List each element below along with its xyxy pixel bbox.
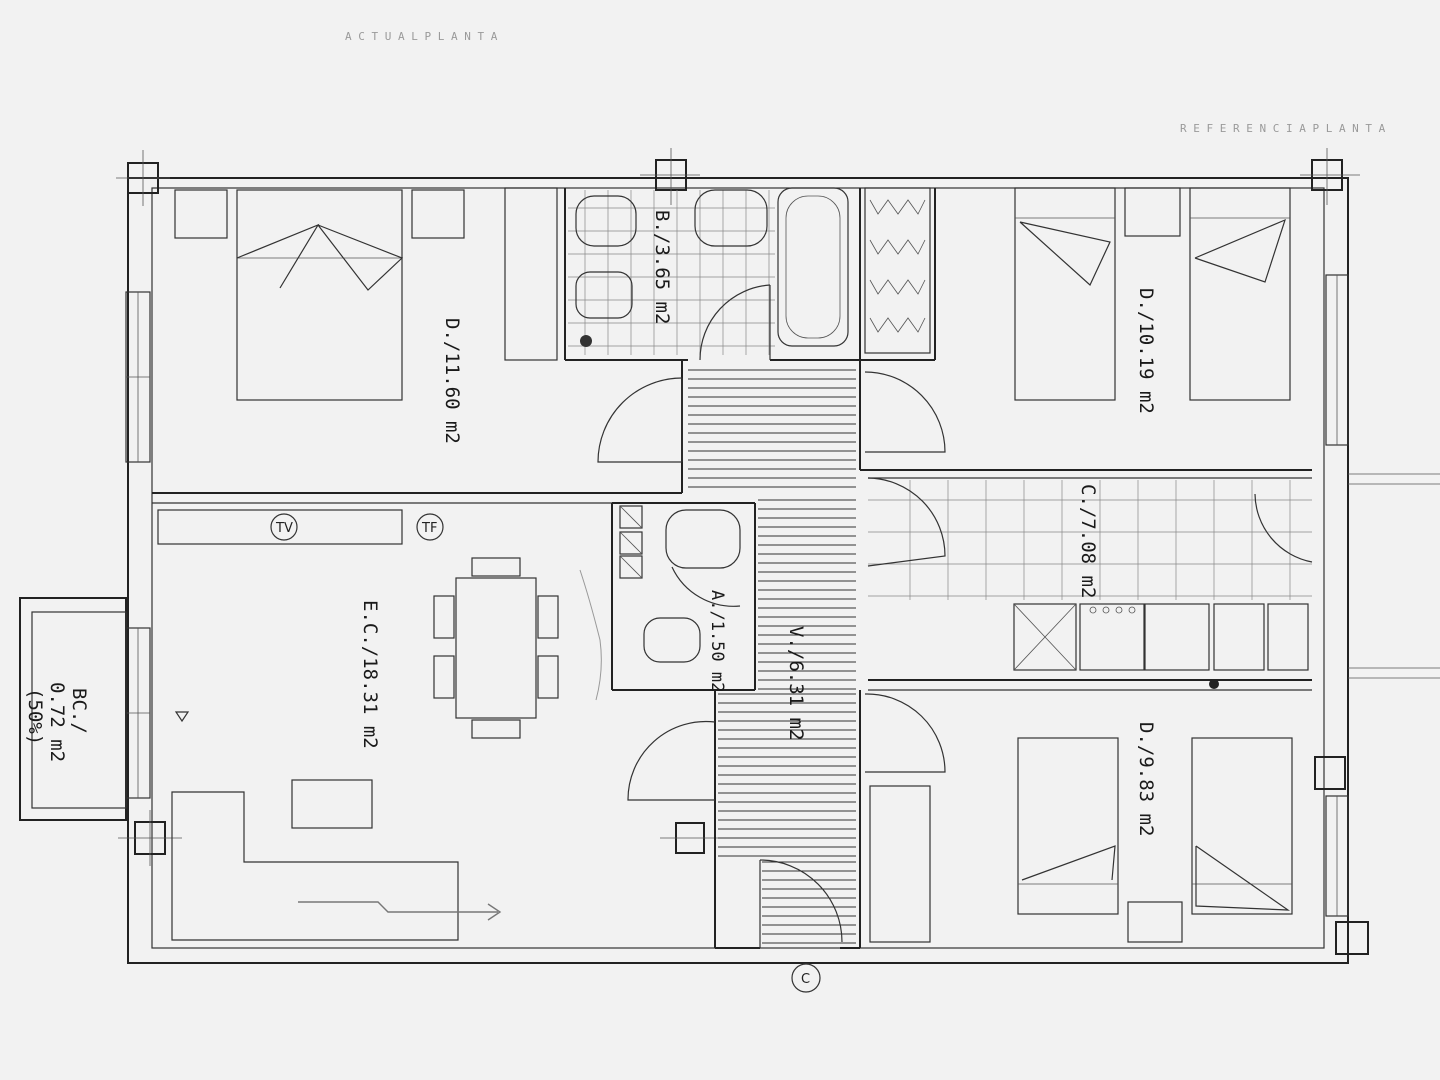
door-swings <box>597 284 1313 948</box>
single-bed <box>1017 737 1119 915</box>
right-windows <box>1325 274 1440 917</box>
closet-hangers <box>864 187 931 354</box>
room-label-living-dining: E.C./18.31 m2 <box>359 600 381 749</box>
sink-unit <box>1144 603 1210 671</box>
entrance-symbol: C <box>801 972 810 987</box>
interior-walls <box>152 188 1312 949</box>
room-label-bedroom-3: D./9.83 m2 <box>1135 722 1157 836</box>
room-label-master-bedroom: D./11.60 m2 <box>441 318 463 444</box>
hall-floor-hatch <box>688 369 856 944</box>
tv-outlet-symbol: TV <box>275 521 293 536</box>
room-label-hall: V./6.31 m2 <box>785 626 807 740</box>
balcony-percentage: (50%) <box>24 688 46 745</box>
single-bed <box>1191 737 1293 915</box>
wardrobe <box>504 187 558 361</box>
left-windows <box>125 291 151 799</box>
bedroom-2: D./10.19 m2 <box>1014 187 1291 414</box>
room-label-toilet: A./1.50 m2 <box>707 590 727 692</box>
living-dining: TV TF E.C./18.31 m2 <box>157 509 559 941</box>
double-bed <box>236 189 403 401</box>
bathroom: B./3.65 m2 <box>568 187 849 355</box>
toilet <box>643 617 701 663</box>
tv-cabinet <box>157 509 403 545</box>
washbasin <box>694 189 768 247</box>
entrance-marker: C <box>791 963 821 993</box>
oven <box>1079 603 1145 671</box>
single-bed <box>1189 187 1291 401</box>
dining-table <box>455 577 537 719</box>
room-label-kitchen: C./7.08 m2 <box>1077 484 1099 598</box>
pencil-annotations <box>298 569 602 921</box>
column-post <box>1335 921 1369 955</box>
room-label-bathroom: B./3.65 m2 <box>651 210 673 324</box>
header-faint-text: A C T U A L P L A N T A <box>345 30 498 43</box>
bathtub <box>777 187 849 347</box>
column-post <box>1314 756 1346 790</box>
balcony-label: BC./ <box>68 688 90 734</box>
sofa <box>171 791 459 941</box>
phone-outlet-symbol: TF <box>421 521 437 536</box>
balcony: BC./ 0.72 m2 (50%) <box>19 597 127 821</box>
kitchen: C./7.08 m2 <box>868 480 1312 689</box>
bedroom-3: D./9.83 m2 <box>869 722 1293 943</box>
outer-walls <box>116 148 1369 964</box>
balcony-area: 0.72 m2 <box>46 682 68 762</box>
master-bedroom: D./11.60 m2 <box>174 187 558 444</box>
wardrobe <box>869 785 931 943</box>
washbasin <box>665 509 741 569</box>
stove <box>1013 603 1077 671</box>
single-bed <box>1014 187 1116 401</box>
room-label-bedroom-2: D./10.19 m2 <box>1135 288 1157 414</box>
coffee-table <box>291 779 373 829</box>
toilet-room: A./1.50 m2 <box>619 505 741 692</box>
header-faint-text-right: R E F E R E N C I A P L A N T A <box>1180 122 1386 135</box>
